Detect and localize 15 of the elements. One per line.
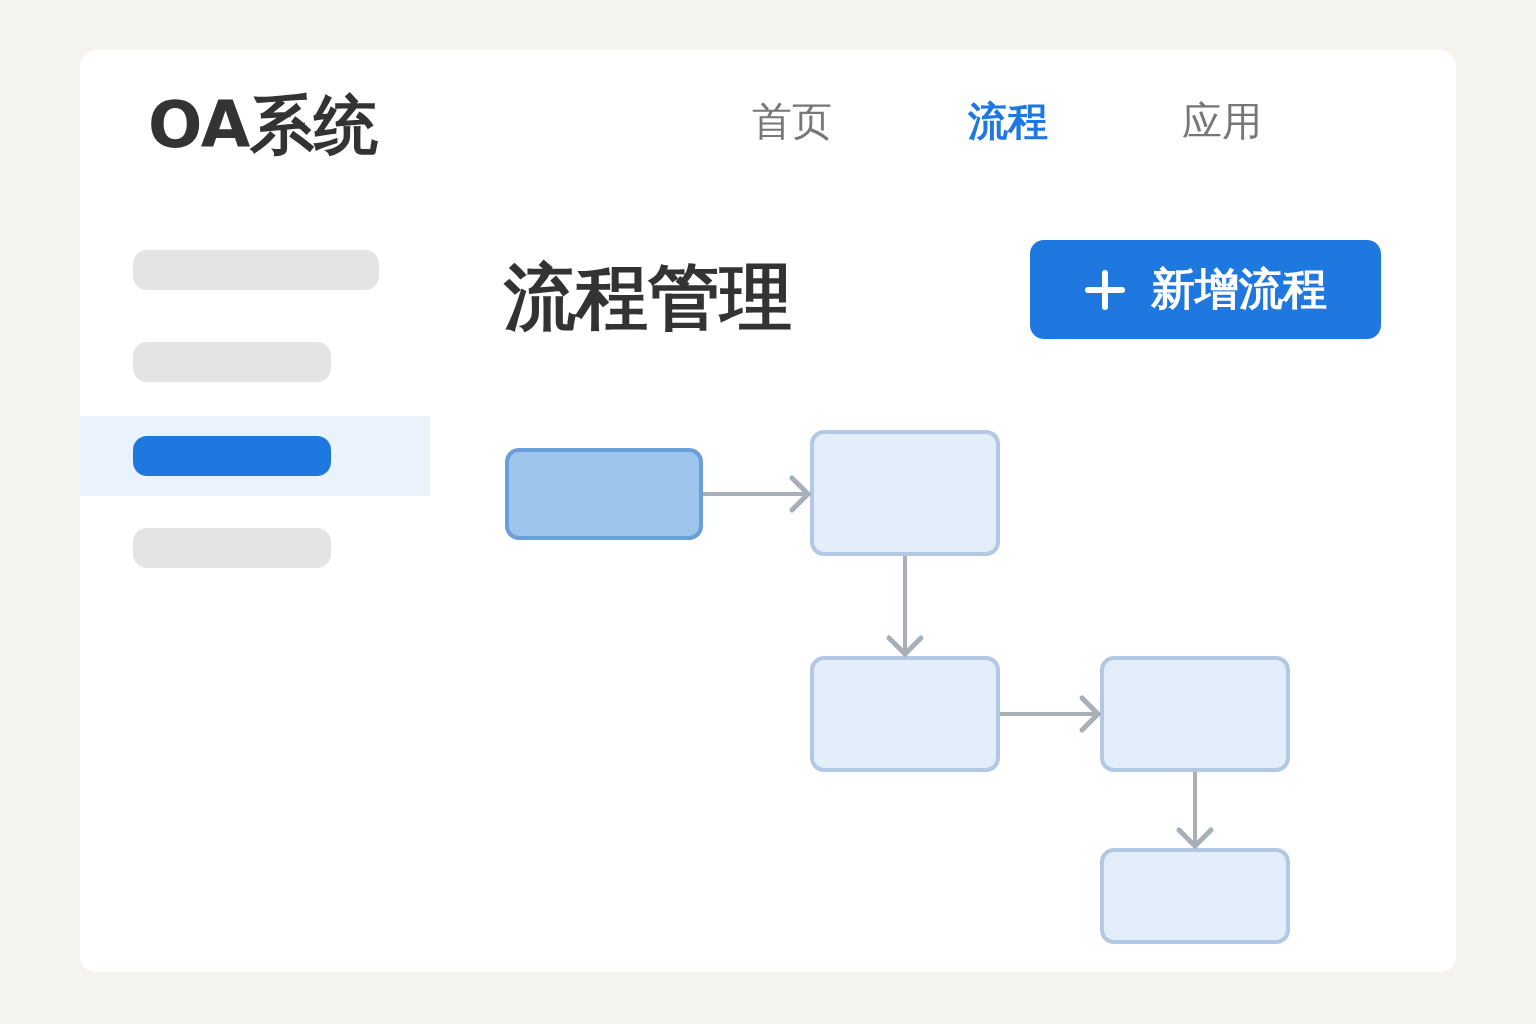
process-box [810,656,1000,772]
arrow [1176,772,1214,849]
arrow [886,556,924,657]
page-heading: 流程管理 [504,254,792,341]
nav-link: 应用 [1182,97,1262,146]
process-box [1100,656,1290,772]
add-button: 新增流程 [1030,240,1381,339]
arrow [1000,695,1101,733]
active-nav-link: 流程 [968,97,1048,146]
arrow [703,475,811,513]
process-box [1100,848,1290,944]
app-title: OA系统 [148,87,379,164]
process-box [505,448,703,540]
process-box [810,430,1000,556]
nav-link: 首页 [752,97,832,146]
